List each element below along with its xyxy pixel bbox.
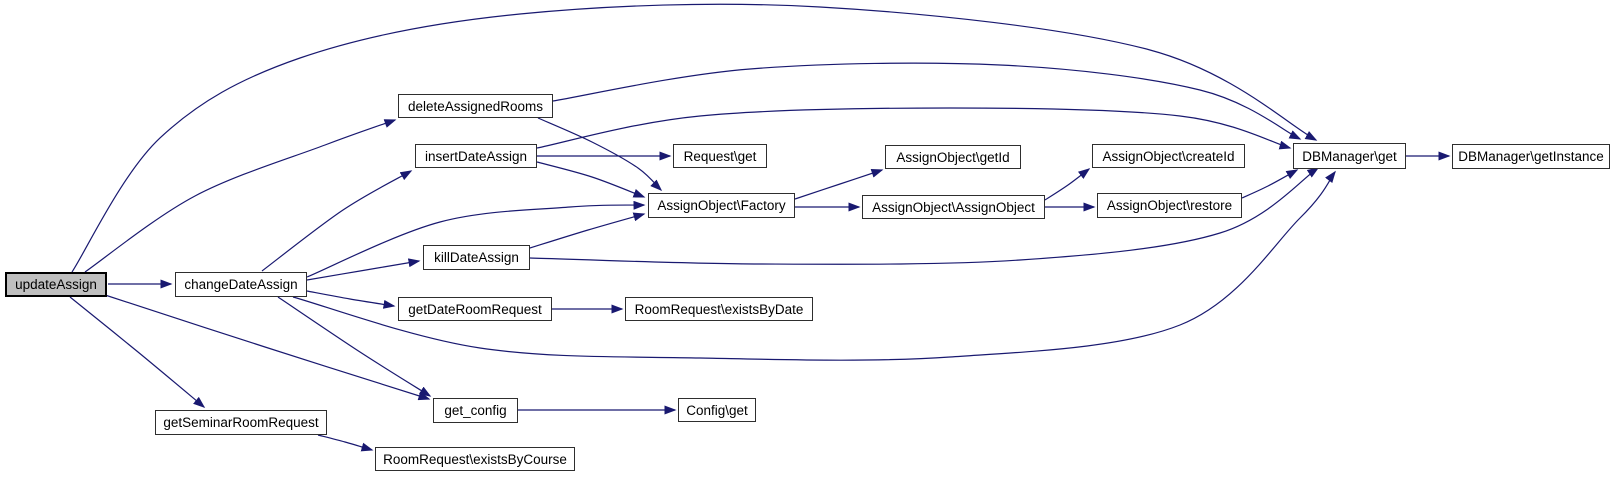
node-roomRequestExistsByCourse[interactable]: RoomRequest\existsByCourse bbox=[375, 447, 575, 471]
edge-getSeminarRoomRequest-to-roomRequestExistsByCourse bbox=[317, 434, 374, 452]
node-getConfig[interactable]: get_config bbox=[433, 398, 518, 423]
node-requestGet[interactable]: Request\get bbox=[673, 144, 767, 168]
edge-updateAssign-to-dbManagerGet bbox=[71, 3, 1318, 273]
node-assignObjectFactory[interactable]: AssignObject\Factory bbox=[648, 193, 795, 218]
edge-changeDateAssign-to-dbManagerGet bbox=[292, 170, 1336, 361]
node-deleteAssignedRooms[interactable]: deleteAssignedRooms bbox=[398, 94, 553, 118]
edge-deleteAssignedRooms-to-assignObjectFactory bbox=[537, 117, 663, 192]
node-killDateAssign[interactable]: killDateAssign bbox=[423, 245, 530, 270]
edge-assignObjectAssignObject-to-assignObjectCreateId bbox=[1044, 168, 1091, 201]
edge-changeDateAssign-to-assignObjectFactory bbox=[306, 200, 646, 278]
edge-insertDateAssign-to-assignObjectFactory bbox=[536, 161, 646, 198]
edge-changeDateAssign-to-getConfig bbox=[277, 296, 432, 397]
edge-changeDateAssign-to-getDateRoomRequest bbox=[306, 290, 396, 309]
node-assignObjectGetId[interactable]: AssignObject\getId bbox=[885, 145, 1021, 169]
edge-assignObjectRestore-to-dbManagerGet bbox=[1241, 169, 1299, 199]
edge-killDateAssign-to-assignObjectFactory bbox=[529, 212, 646, 249]
node-dbManagerGetInstance[interactable]: DBManager\getInstance bbox=[1452, 144, 1610, 169]
edge-changeDateAssign-to-killDateAssign bbox=[306, 258, 421, 281]
edge-deleteAssignedRooms-to-dbManagerGet bbox=[552, 62, 1302, 140]
node-roomRequestExistsByDate[interactable]: RoomRequest\existsByDate bbox=[625, 297, 813, 321]
node-getSeminarRoomRequest[interactable]: getSeminarRoomRequest bbox=[155, 410, 327, 435]
edge-updateAssign-to-getConfig bbox=[101, 293, 431, 401]
edge-group bbox=[69, 3, 1451, 452]
node-assignObjectRestore[interactable]: AssignObject\restore bbox=[1097, 193, 1242, 218]
edge-assignObjectFactory-to-assignObjectGetId bbox=[794, 169, 884, 200]
node-changeDateAssign[interactable]: changeDateAssign bbox=[175, 272, 307, 297]
edge-updateAssign-to-deleteAssignedRooms bbox=[84, 119, 397, 273]
edge-changeDateAssign-to-insertDateAssign bbox=[261, 170, 413, 272]
node-dbManagerGet[interactable]: DBManager\get bbox=[1293, 143, 1406, 169]
node-updateAssign[interactable]: updateAssign bbox=[5, 272, 107, 297]
edge-insertDateAssign-to-dbManagerGet bbox=[536, 107, 1292, 150]
node-getDateRoomRequest[interactable]: getDateRoomRequest bbox=[398, 297, 552, 321]
edge-updateAssign-to-getSeminarRoomRequest bbox=[69, 296, 206, 408]
node-configGet[interactable]: Config\get bbox=[678, 398, 756, 422]
node-insertDateAssign[interactable]: insertDateAssign bbox=[415, 144, 537, 168]
edge-killDateAssign-to-dbManagerGet bbox=[529, 167, 1320, 265]
node-assignObjectCreateId[interactable]: AssignObject\createId bbox=[1092, 144, 1245, 168]
node-assignObjectAssignObject[interactable]: AssignObject\AssignObject bbox=[862, 195, 1045, 219]
